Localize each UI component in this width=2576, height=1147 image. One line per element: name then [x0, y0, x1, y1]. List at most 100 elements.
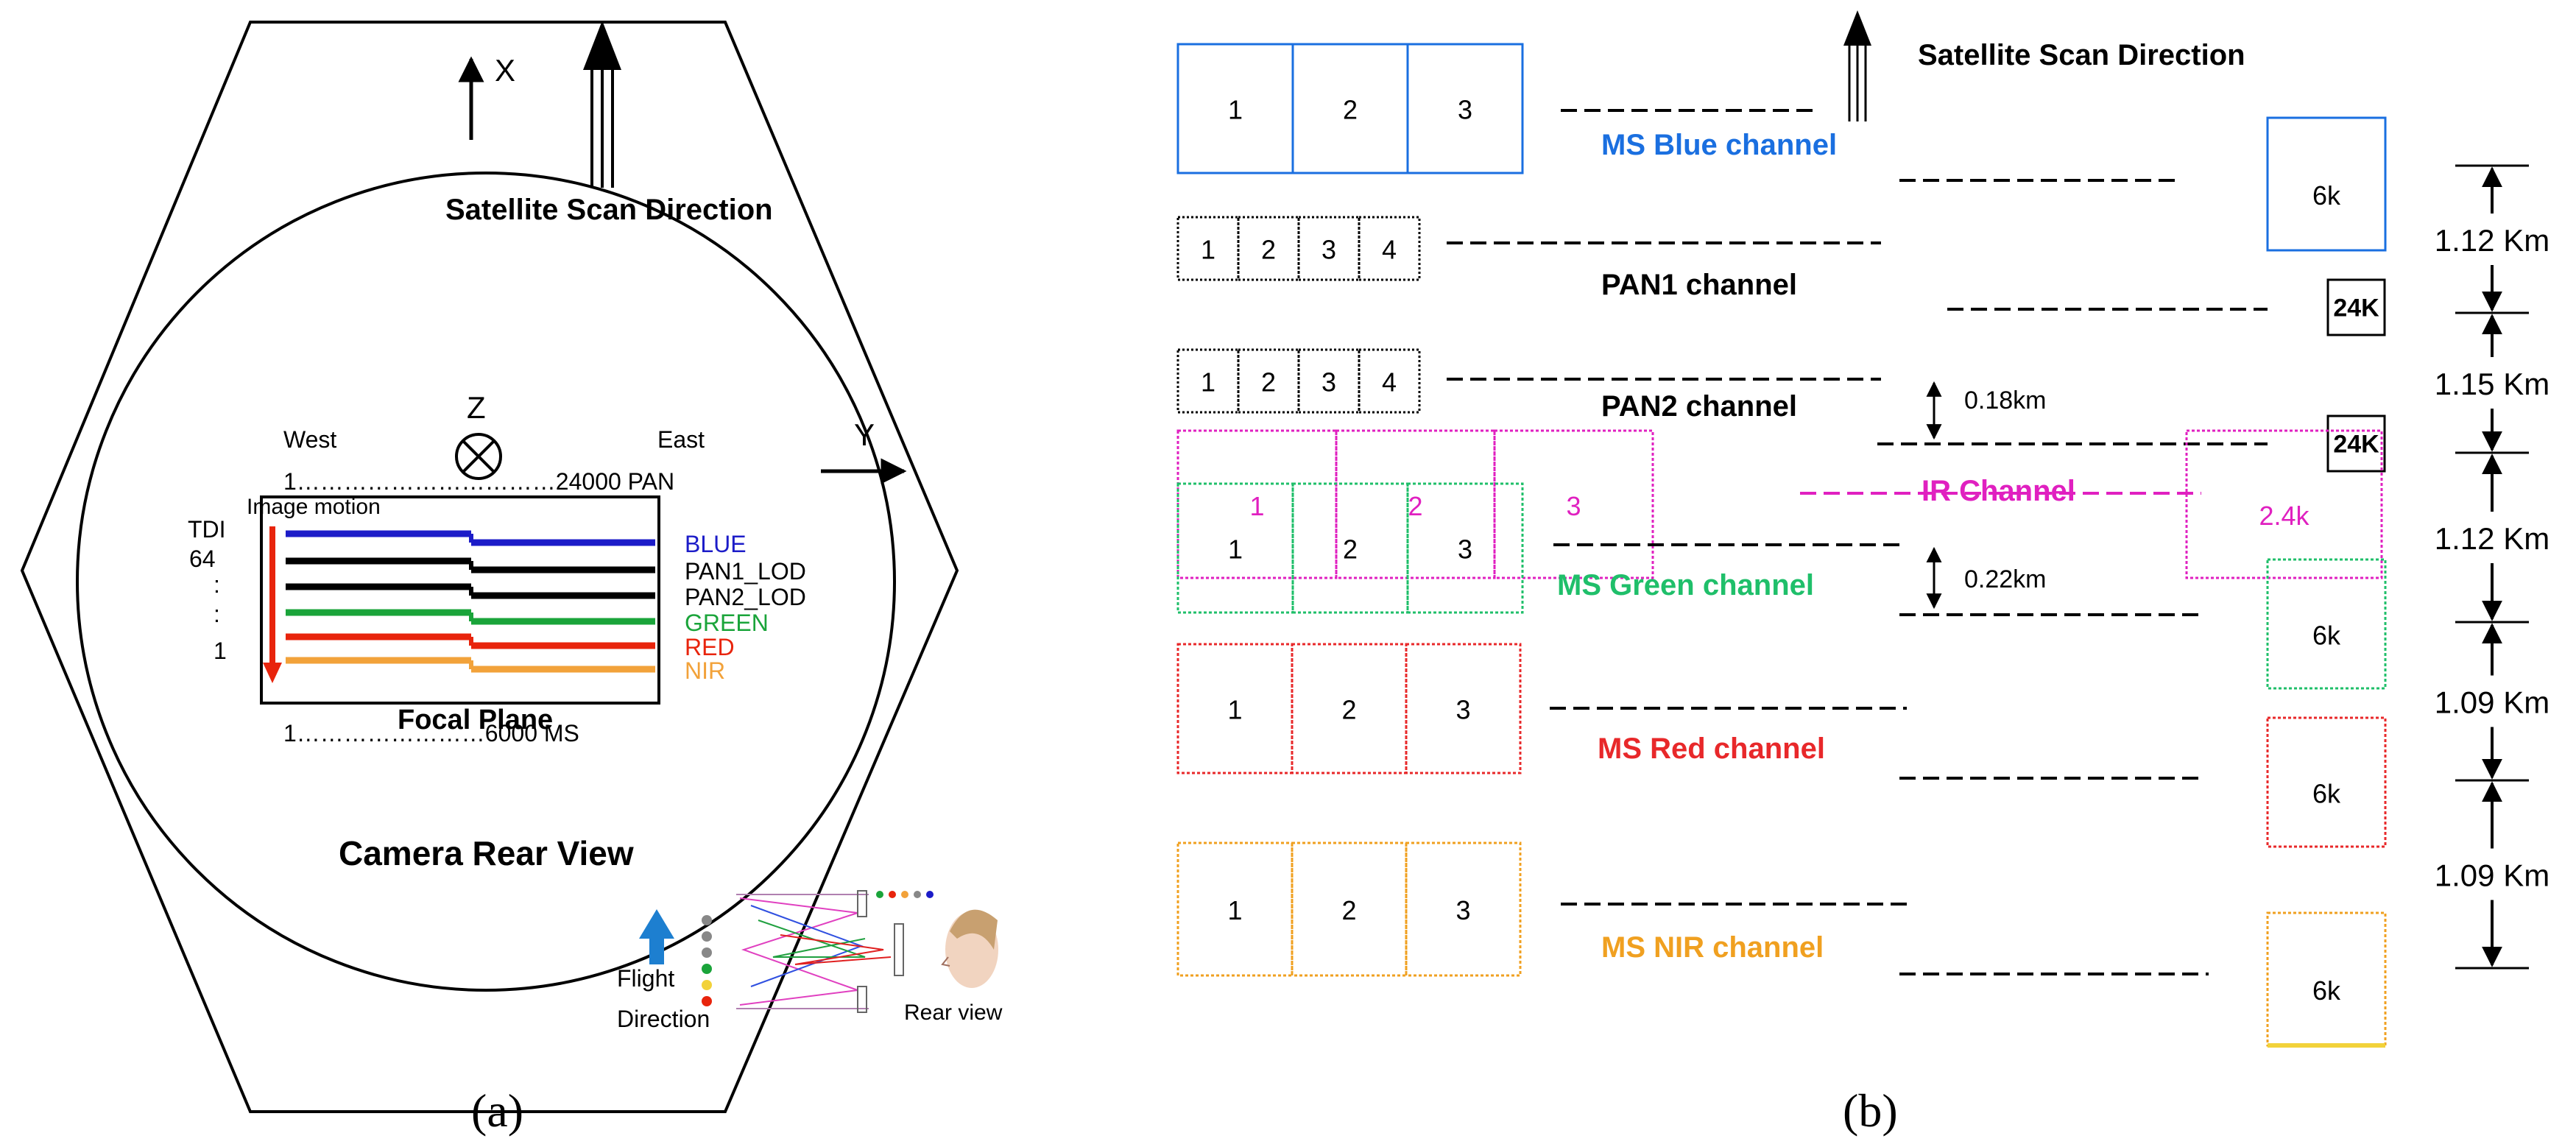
distance-label: 1.12 Km — [2435, 521, 2549, 556]
distance-label: 1.09 Km — [2435, 685, 2549, 720]
channel-name: PAN2 channel — [1601, 390, 1797, 423]
channel-cell-number: 1 — [1228, 534, 1243, 565]
channel-cell-number: 1 — [1201, 367, 1215, 398]
channel-cell-number: 2 — [1261, 235, 1276, 265]
channel-name: PAN1 channel — [1601, 269, 1797, 301]
channel-cell-number: 2 — [1343, 534, 1358, 565]
detector-box — [2266, 558, 2387, 690]
pan-pixel-range: 1……………………………24000 PAN — [283, 468, 674, 495]
channel-cell-number: 3 — [1321, 235, 1336, 265]
caption-a: (a) — [471, 1084, 523, 1137]
channel-name: MS NIR channel — [1601, 931, 1824, 964]
scan-direction-label-b: Satellite Scan Direction — [1918, 39, 2245, 71]
band-label: PAN2_LOD — [685, 584, 806, 610]
rear-view-label: Rear view — [904, 1000, 1003, 1025]
flight-direction-arrow — [639, 909, 674, 964]
channel-cell-number: 1 — [1227, 695, 1242, 725]
band-label: NIR — [685, 657, 725, 684]
y-axis-label: Y — [854, 417, 875, 452]
focal-plane-box — [260, 495, 660, 705]
channel-cell — [1406, 482, 1524, 614]
channel-cell — [1405, 643, 1522, 774]
detector-label: 24K — [2333, 431, 2379, 459]
band-label: BLUE — [685, 531, 747, 557]
scan-direction-arrow — [1843, 10, 1871, 121]
detector-box — [2326, 278, 2386, 336]
band-label: GREEN — [685, 610, 769, 636]
gap-022-label: 0.22km — [1964, 565, 2047, 593]
channel-cell-number: 2 — [1341, 695, 1356, 725]
channel-cell — [1176, 841, 1294, 977]
channel-name: MS Green channel — [1557, 569, 1814, 601]
scan-direction-arrow — [583, 21, 621, 188]
channel-cell — [1291, 841, 1408, 977]
channel-cell-number: 4 — [1382, 367, 1397, 398]
channel-cell-number: 1 — [1201, 235, 1215, 265]
channel-cell-number: 1 — [1249, 491, 1264, 521]
channel-name: MS Blue channel — [1601, 129, 1837, 161]
camera-rear-view-label: Camera Rear View — [339, 834, 634, 872]
channel-cell-number: 4 — [1382, 235, 1397, 265]
hexagon-outline — [20, 21, 959, 1113]
detector-box — [2326, 414, 2386, 473]
panel-a: X Satellite Scan Direction Z Y West East… — [20, 21, 1003, 1137]
detector-label: 6k — [2312, 779, 2341, 809]
distance-ladder: 1.12 Km 1.15 Km 1.12 Km 1.09 Km 1.09 Km — [2435, 164, 2549, 970]
scan-direction-label-a: Satellite Scan Direction — [445, 194, 773, 226]
panel-b: Satellite Scan Direction 1 2 3 MS Blue chan… — [1176, 10, 2549, 1137]
distance-label: 1.12 Km — [2435, 223, 2549, 258]
x-axis-label: X — [495, 53, 515, 88]
channel-cell-number: 2 — [1343, 95, 1358, 125]
west-label: West — [283, 426, 336, 453]
east-label: East — [657, 426, 705, 453]
detector-label: 2.4k — [2259, 501, 2309, 531]
tdi-label: TDI — [188, 516, 226, 543]
channel-cell — [1176, 643, 1294, 774]
channel-name: IR Channel — [1922, 475, 2075, 507]
channel-cell-number: 3 — [1458, 534, 1472, 565]
detector-box — [2266, 716, 2387, 848]
detector-box — [2266, 116, 2387, 252]
detector-label: 6k — [2312, 621, 2341, 651]
viewer-face-icon — [941, 909, 998, 988]
focal-plane-label: Focal Plane — [398, 705, 553, 735]
image-motion-arrowhead — [263, 663, 282, 683]
channel-cell-number: 3 — [1455, 695, 1470, 725]
channel-cell — [1493, 429, 1654, 579]
channel-cell — [1405, 841, 1522, 977]
image-motion-label: Image motion — [247, 495, 381, 519]
detector-label: 24K — [2333, 294, 2379, 322]
ms-pixel-range: 1……………………6000 MS — [283, 720, 579, 747]
band-label: RED — [685, 634, 735, 660]
flight-label: Flight — [617, 965, 674, 992]
tdi-top-value: 64 — [189, 546, 216, 572]
channel-cell-number: 1 — [1227, 895, 1242, 925]
band-label: PAN1_LOD — [685, 558, 806, 585]
channel-cell-number: 2 — [1341, 895, 1356, 925]
channel-cell — [1291, 643, 1408, 774]
detector-box — [2185, 429, 2383, 579]
channel-cell-number: 1 — [1228, 95, 1243, 125]
telescope-ray-diagram — [736, 890, 934, 1013]
tdi-dots: : — [214, 601, 220, 627]
detector-label: 6k — [2312, 180, 2341, 211]
distance-label: 1.09 Km — [2435, 858, 2549, 893]
channel-cell — [1291, 482, 1409, 614]
band-color-dots — [702, 915, 712, 1006]
caption-b: (b) — [1843, 1084, 1898, 1137]
z-axis-into-page-icon — [455, 433, 502, 480]
channel-cell-number: 3 — [1321, 367, 1336, 398]
channel-cell-number: 3 — [1455, 895, 1470, 925]
channel-name: MS Red channel — [1598, 733, 1825, 765]
detector-label: 6k — [2312, 975, 2341, 1006]
tdi-dots: : — [214, 571, 220, 598]
distance-label: 1.15 Km — [2435, 367, 2549, 401]
channel-cell-number: 2 — [1261, 367, 1276, 398]
camera-circle — [76, 172, 896, 992]
flight-inset: Flight Direction — [617, 890, 1003, 1032]
tdi-bottom-value: 1 — [214, 638, 227, 664]
channel-cell-number: 2 — [1408, 491, 1422, 521]
